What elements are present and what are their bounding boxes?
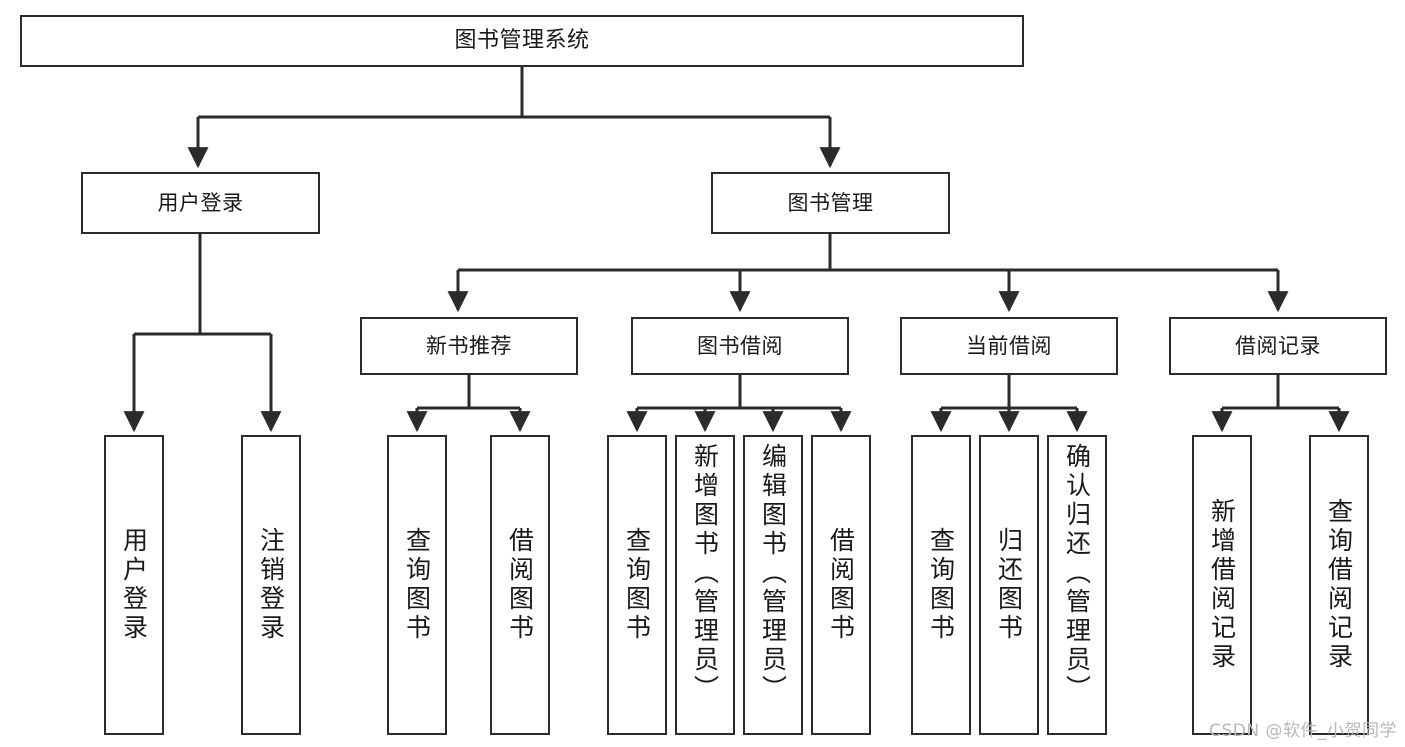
node-label: 编辑图书（管理员） [758,443,788,704]
node-label: 借阅记录 [1235,333,1321,358]
leaf-borrow-book[interactable]: 借阅图书 [811,435,871,735]
node-label: 借阅图书 [505,527,535,643]
node-root-book-management-system[interactable]: 图书管理系统 [20,15,1024,67]
node-user-login[interactable]: 用户登录 [81,172,320,234]
node-label: 新增借阅记录 [1207,498,1237,672]
leaf-logout[interactable]: 注销登录 [241,435,301,735]
node-current-borrow[interactable]: 当前借阅 [900,317,1118,375]
node-label: 查询图书 [926,527,956,643]
leaf-query-book-borrow[interactable]: 查询图书 [607,435,667,735]
node-label: 当前借阅 [966,333,1052,358]
leaf-edit-book-admin[interactable]: 编辑图书（管理员） [743,435,803,735]
node-label: 查询图书 [622,527,652,643]
csdn-watermark: CSDN @软件_小贺同学 [1209,721,1397,741]
node-label: 查询图书 [402,527,432,643]
leaf-borrow-book-recommend[interactable]: 借阅图书 [490,435,550,735]
node-label: 注销登录 [256,527,286,643]
node-label: 图书管理 [787,190,874,215]
leaf-user-login[interactable]: 用户登录 [104,435,164,735]
leaf-add-borrow-record[interactable]: 新增借阅记录 [1192,435,1252,735]
node-label: 用户登录 [157,190,244,215]
node-book-borrow[interactable]: 图书借阅 [631,317,849,375]
node-label: 用户登录 [119,527,149,643]
node-label: 确认归还（管理员） [1062,443,1092,704]
node-borrow-record[interactable]: 借阅记录 [1169,317,1387,375]
leaf-confirm-return-admin[interactable]: 确认归还（管理员） [1047,435,1107,735]
node-new-book-recommend[interactable]: 新书推荐 [360,317,578,375]
leaf-return-book[interactable]: 归还图书 [979,435,1039,735]
node-label: 图书管理系统 [454,28,590,54]
node-label: 查询借阅记录 [1324,498,1354,672]
leaf-query-book-current[interactable]: 查询图书 [911,435,971,735]
node-label: 新增图书（管理员） [690,443,720,704]
node-book-management[interactable]: 图书管理 [711,172,950,234]
node-label: 借阅图书 [826,527,856,643]
leaf-query-book-recommend[interactable]: 查询图书 [387,435,447,735]
leaf-query-borrow-record[interactable]: 查询借阅记录 [1309,435,1369,735]
node-label: 新书推荐 [426,333,512,358]
node-label: 归还图书 [994,527,1024,643]
leaf-add-book-admin[interactable]: 新增图书（管理员） [675,435,735,735]
node-label: 图书借阅 [697,333,783,358]
